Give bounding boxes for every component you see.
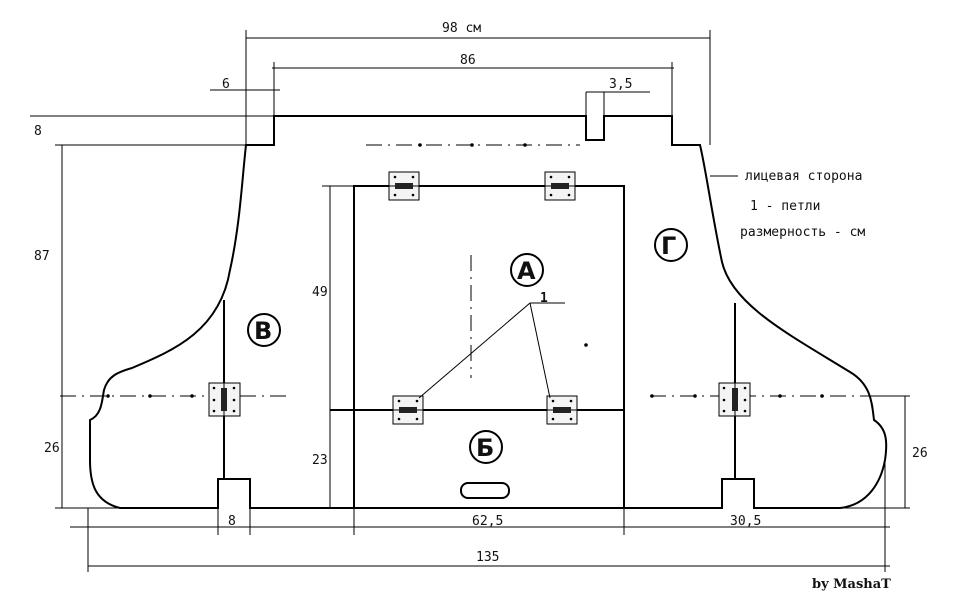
board-rect bbox=[353, 185, 625, 509]
label-b: Б bbox=[476, 434, 494, 462]
hinge-top-right bbox=[544, 171, 576, 201]
label-a-circle bbox=[510, 253, 544, 287]
dim-lower-right: 26 bbox=[912, 446, 928, 461]
label-g-circle bbox=[654, 228, 688, 262]
hinge-top-left bbox=[388, 171, 420, 201]
dim-bottom-right: 30,5 bbox=[730, 514, 761, 529]
dim-board-a: 49 bbox=[312, 285, 328, 300]
hinge-right bbox=[718, 382, 751, 417]
legend-units: размерность - см bbox=[740, 225, 865, 240]
hinge-mid-right bbox=[546, 395, 578, 425]
dim-lower-left: 26 bbox=[44, 441, 60, 456]
hinge-left bbox=[208, 382, 241, 417]
legend-hinges: 1 - петли bbox=[750, 199, 820, 214]
label-b-circle bbox=[469, 430, 503, 464]
dim-side-height: 87 bbox=[34, 249, 50, 264]
legend-face: лицевая сторона bbox=[745, 169, 862, 184]
dim-notch-left: 6 bbox=[222, 77, 230, 92]
dim-bottom-center: 62,5 bbox=[472, 514, 503, 529]
dim-top-height: 8 bbox=[34, 124, 42, 139]
callout-label: 1 bbox=[540, 291, 548, 306]
label-v-circle bbox=[247, 313, 281, 347]
signature: by MashaT bbox=[812, 577, 891, 592]
handle-slot bbox=[460, 482, 510, 499]
dim-notch-right: 3,5 bbox=[609, 77, 632, 92]
panel-outline bbox=[89, 115, 888, 509]
label-a: А bbox=[517, 257, 536, 285]
dim-total-bottom: 135 bbox=[476, 550, 499, 565]
label-v: В bbox=[254, 317, 272, 345]
dim-bottom-notch: 8 bbox=[228, 514, 236, 529]
dim-board-b: 23 bbox=[312, 453, 328, 468]
dim-inner-top: 86 bbox=[460, 53, 476, 68]
dimension-lines bbox=[30, 30, 910, 572]
label-g: Г bbox=[661, 232, 676, 260]
hinge-mid-left bbox=[392, 395, 424, 425]
hinge-callout bbox=[418, 302, 565, 399]
dim-total-top: 98 см bbox=[442, 21, 481, 36]
